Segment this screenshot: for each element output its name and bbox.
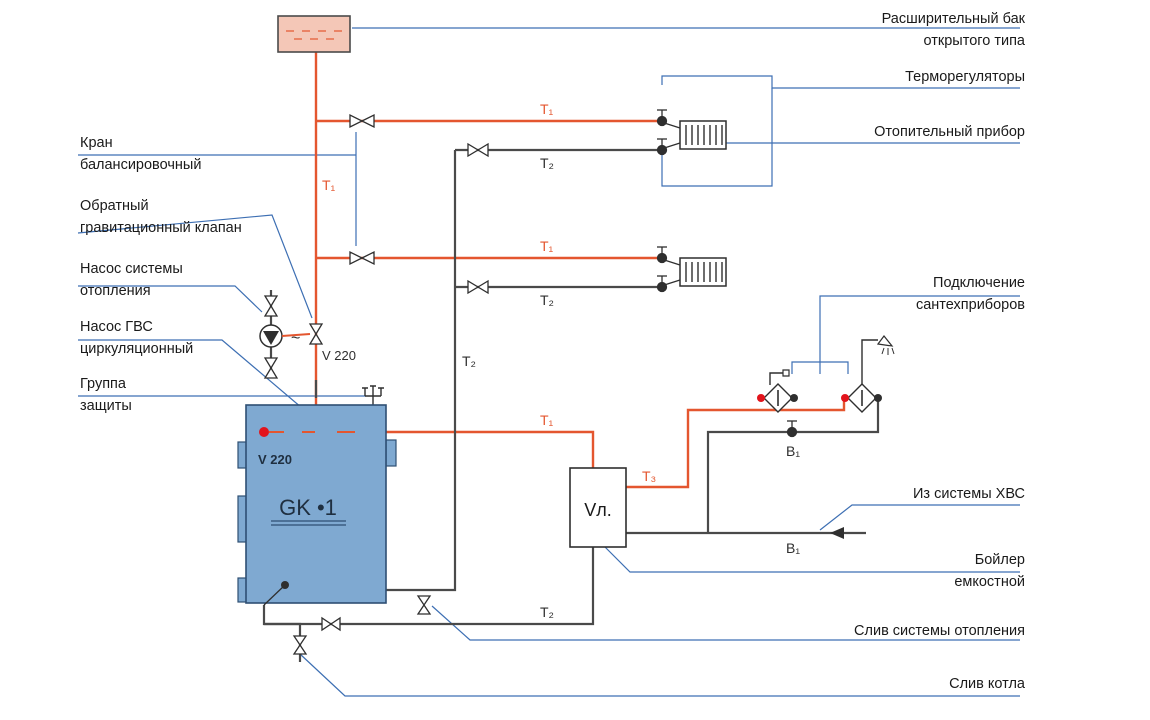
return-pipes <box>262 148 880 662</box>
t2-label-top: Т₂ <box>540 155 554 171</box>
expansion-tank <box>277 15 351 53</box>
dhw-pump-label: Насос ГВС циркуляционный <box>80 319 194 357</box>
t3-label: Т₃ <box>642 468 656 484</box>
pipe-labels: Т₁ Т₂ Т₁ Т₁ Т₂ Т₂ Т₁ Т₃ В₁ В₁ Т₂ V 220 <box>322 101 800 620</box>
return-valve-upper <box>467 142 489 158</box>
storage-boiler <box>569 467 627 548</box>
balancing-valve-label: Кран балансировочный <box>80 135 202 173</box>
fixtures-label: Подключение сантехприборов <box>915 275 1025 313</box>
t1-label-riser: Т₁ <box>322 177 336 193</box>
heating-pump-valve-top <box>263 295 279 317</box>
radiator-lower <box>657 257 727 288</box>
b1-label-upper: В₁ <box>786 443 800 459</box>
t1-label-mid: Т₁ <box>540 238 554 254</box>
heating-pump: ~ <box>259 324 311 348</box>
cold-water-inlet-arrow <box>830 527 844 539</box>
fixture-mixer-left <box>757 369 798 413</box>
fixture-mixer-right <box>841 335 895 413</box>
v220-label-pump: V 220 <box>322 348 356 363</box>
storage-boiler-name: Vл. <box>584 500 612 520</box>
balancing-valve-lower <box>349 250 375 266</box>
thermoregulators-label: Терморегуляторы <box>905 69 1025 85</box>
boiler-voltage: V 220 <box>258 452 292 467</box>
thermoregulator-symbols <box>656 109 798 438</box>
boiler-text: V 220 GK •1 Vл. <box>258 452 612 520</box>
safety-group-icon <box>362 385 384 405</box>
expansion-tank-label: Расширительный бак открытого типа <box>881 11 1025 49</box>
t1-label-bottom: Т₁ <box>540 412 554 428</box>
boiler-drain-label: Слив котла <box>949 676 1025 692</box>
t2-label-riser: Т₂ <box>462 353 476 369</box>
b1-label-lower: В₁ <box>786 540 800 556</box>
heater-label: Отопительный прибор <box>874 124 1025 140</box>
t2-label-bottom: Т₂ <box>540 604 554 620</box>
boiler <box>237 404 397 606</box>
t2-label-mid: Т₂ <box>540 292 554 308</box>
svg-text:~: ~ <box>291 330 300 347</box>
radiator-upper <box>657 120 727 151</box>
return-valve-lower <box>467 279 489 295</box>
heating-pump-valve-bottom <box>263 357 279 379</box>
system-drain-valve <box>416 595 432 615</box>
boiler-model: GK •1 <box>279 495 337 520</box>
leader-lines <box>77 27 1020 697</box>
heating-pump-label: Насос системы отопления <box>80 261 183 299</box>
storage-boiler-label: Бойлер емкостной <box>954 552 1025 590</box>
safety-group-label: Группа защиты <box>80 376 132 414</box>
system-drain-label: Слив системы отопления <box>854 623 1025 639</box>
boiler-return-valve <box>321 616 341 632</box>
boiler-drain-valve <box>292 635 308 655</box>
balancing-valve-upper <box>349 113 375 129</box>
check-valve <box>308 323 324 345</box>
t1-label-top: Т₁ <box>540 101 554 117</box>
supply-pipes <box>314 52 846 489</box>
cold-water-label: Из системы ХВС <box>913 486 1025 502</box>
check-valve-label: Обратный гравитационный клапан <box>80 198 242 236</box>
